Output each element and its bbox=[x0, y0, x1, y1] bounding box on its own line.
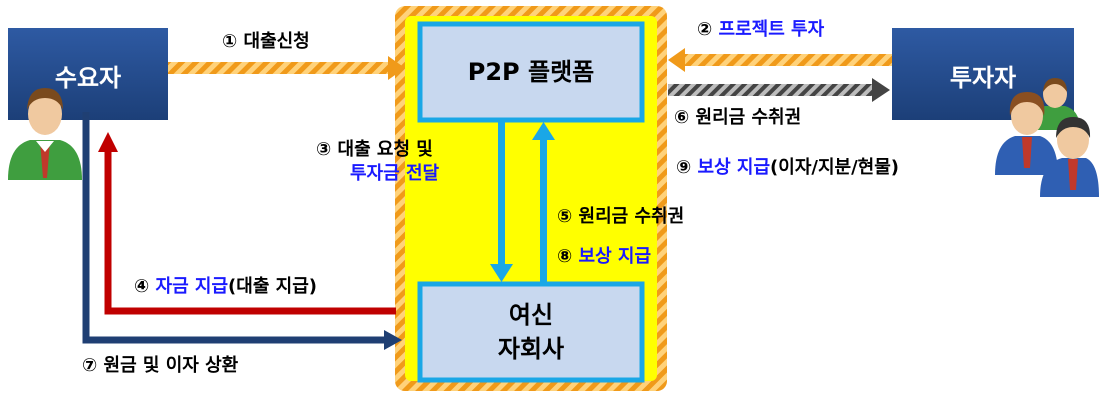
label-compensation-9: ⑨ 보상 지급(이자/지분/현물) bbox=[676, 157, 899, 179]
label-compensation-8: ⑧ 보상 지급 bbox=[557, 246, 651, 268]
label-principal-claim-6: ⑥ 원리금 수취권 bbox=[674, 107, 802, 128]
arrow-3-head bbox=[490, 264, 513, 282]
label-4-blue: 자금 지급 bbox=[155, 276, 229, 297]
lender-title-line2: 자회사 bbox=[497, 335, 565, 363]
arrow-3-shaft bbox=[498, 120, 505, 266]
arrow-4-head bbox=[98, 132, 118, 152]
investor-group-icon bbox=[995, 78, 1099, 197]
borrower-title: 수요자 bbox=[54, 64, 122, 92]
label-8-text: 보상 지급 bbox=[578, 246, 652, 267]
label-9-number: ⑨ bbox=[676, 157, 692, 178]
label-loan-request-line2: 투자금 전달 bbox=[350, 163, 440, 184]
label-9-rest: (이자/지분/현물) bbox=[770, 157, 900, 178]
platform-title: P2P 플랫폼 bbox=[467, 58, 595, 86]
label-2-text: 프로젝트 투자 bbox=[718, 19, 825, 40]
arrow-6-head bbox=[872, 78, 890, 102]
arrow-2-shaft bbox=[685, 54, 892, 66]
label-9-blue: 보상 지급 bbox=[697, 157, 771, 178]
label-8-number: ⑧ bbox=[557, 246, 573, 267]
label-fund-payment: ④ 자금 지급(대출 지급) bbox=[134, 276, 317, 298]
arrow-1-shaft bbox=[168, 62, 388, 74]
borrower-person-icon bbox=[8, 88, 82, 180]
arrow-6-shaft bbox=[668, 84, 872, 96]
arrow-7-line bbox=[82, 112, 386, 344]
label-loan-application: ① 대출신청 bbox=[222, 31, 310, 52]
label-4-number: ④ bbox=[134, 276, 150, 297]
label-loan-request-line1: ③ 대출 요청 및 bbox=[316, 139, 433, 160]
arrow-7-head bbox=[384, 330, 402, 350]
arrow-1-head bbox=[388, 56, 405, 80]
label-project-investment: ② 프로젝트 투자 bbox=[697, 19, 824, 41]
arrow-4-line bbox=[104, 150, 396, 315]
label-repayment: ⑦ 원금 및 이자 상환 bbox=[82, 355, 239, 376]
lender-title-line1: 여신 bbox=[508, 301, 554, 329]
arrow-2-head bbox=[668, 48, 685, 72]
label-2-number: ② bbox=[697, 19, 713, 40]
label-principal-claim-5: ⑤ 원리금 수취권 bbox=[557, 206, 685, 227]
arrow-5-shaft bbox=[540, 138, 547, 284]
label-4-rest: (대출 지급) bbox=[228, 276, 318, 297]
arrow-5-head bbox=[532, 122, 555, 140]
lender-box bbox=[417, 281, 645, 383]
investor-title: 투자자 bbox=[949, 64, 1017, 92]
platform-box bbox=[417, 21, 645, 123]
